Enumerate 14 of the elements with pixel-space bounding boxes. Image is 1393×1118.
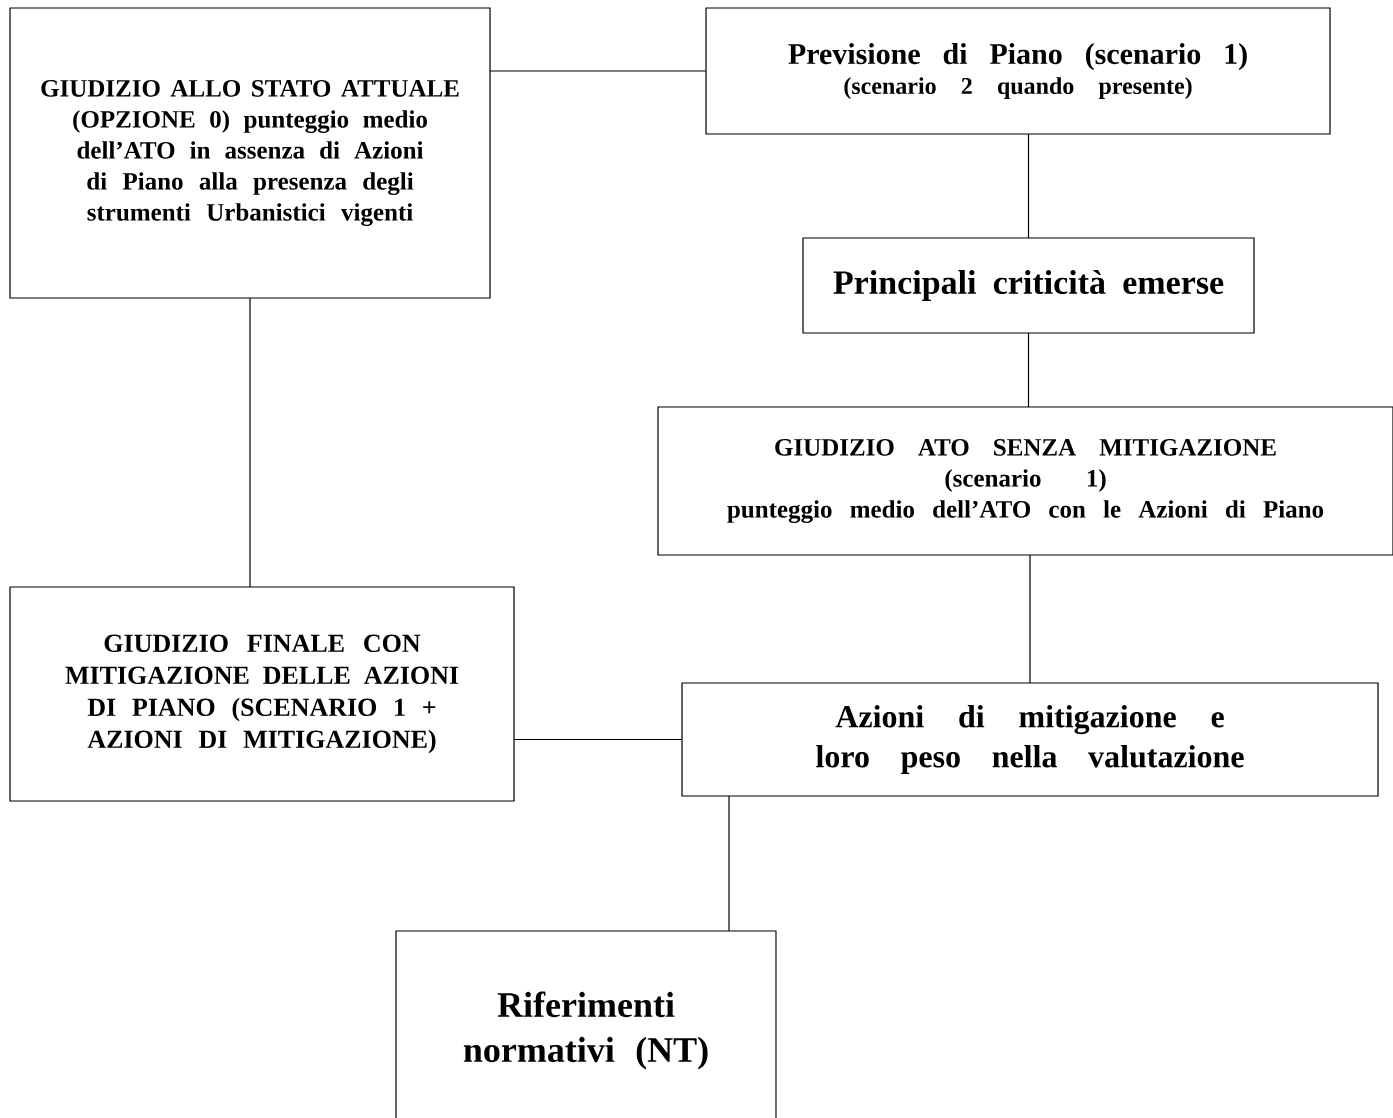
- text-box: GIUDIZIO ATO SENZA MITIGAZIONE (scenario 1) punteggio medio dell’ATO con le Azioni di Piano: [657, 406, 1393, 556]
- connector-line: [1027, 133, 1030, 239]
- text-box: Principali criticità emerse: [802, 237, 1255, 334]
- text-box: GIUDIZIO FINALE CON MITIGAZIONE DELLE AZIONI DI PIANO (SCENARIO 1 + AZIONI DI MITIGAZIONE): [9, 586, 515, 802]
- text-box: GIUDIZIO ALLO STATO ATTUALE (OPZIONE 0) punteggio medio dell’ATO in assenza di Azioni di Piano alla presenza degli strumenti Urbanistici vigenti: [9, 7, 491, 299]
- connector-line: [1029, 554, 1031, 684]
- connector-line: [513, 738, 683, 741]
- connector-line: [489, 70, 707, 72]
- connector-line: [249, 297, 251, 588]
- text-box: Riferimenti normativi (NT): [395, 930, 777, 1118]
- text-box: Previsione di Piano (scenario 1) (scenario 2 quando presente): [705, 7, 1331, 135]
- connector-line: [728, 795, 730, 932]
- connector-line: [1027, 332, 1030, 408]
- text-box: Azioni di mitigazione e loro peso nella valutazione: [681, 682, 1379, 797]
